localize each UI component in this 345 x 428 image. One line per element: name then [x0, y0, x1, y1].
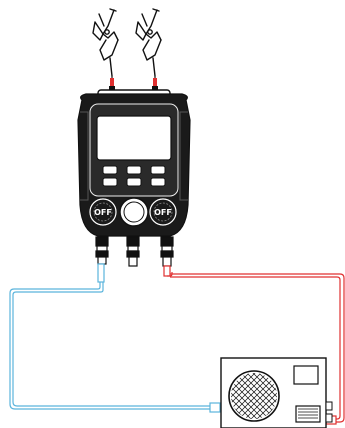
left-valve-knob[interactable]: OFF — [89, 198, 117, 226]
gauge-buttons — [102, 165, 166, 187]
gauge-button[interactable] — [102, 165, 118, 175]
gauge-button[interactable] — [102, 177, 118, 187]
low-side-port — [95, 236, 109, 265]
high-side-port — [160, 236, 174, 267]
unit-label-plate — [293, 365, 319, 385]
gauge-button[interactable] — [126, 165, 142, 175]
right-valve-knob[interactable]: OFF — [149, 198, 177, 226]
outdoor-condenser-unit — [220, 357, 333, 428]
left-temperature-clamp — [92, 8, 119, 77]
center-sight-glass — [119, 197, 149, 227]
unit-vent — [295, 405, 321, 423]
gauge-button[interactable] — [126, 177, 142, 187]
right-temperature-clamp — [135, 8, 162, 77]
unit-service-valves — [325, 401, 333, 423]
right-knob-label: OFF — [154, 208, 172, 217]
low-side-hose-blue — [9, 263, 221, 413]
service-port — [126, 236, 140, 267]
gauge-screen — [96, 115, 172, 161]
left-knob-label: OFF — [94, 208, 112, 217]
gauge-ports — [95, 236, 174, 267]
digital-manifold-gauge: OFF OFF — [77, 89, 191, 237]
gauge-button[interactable] — [150, 177, 166, 187]
gauge-button[interactable] — [150, 165, 166, 175]
